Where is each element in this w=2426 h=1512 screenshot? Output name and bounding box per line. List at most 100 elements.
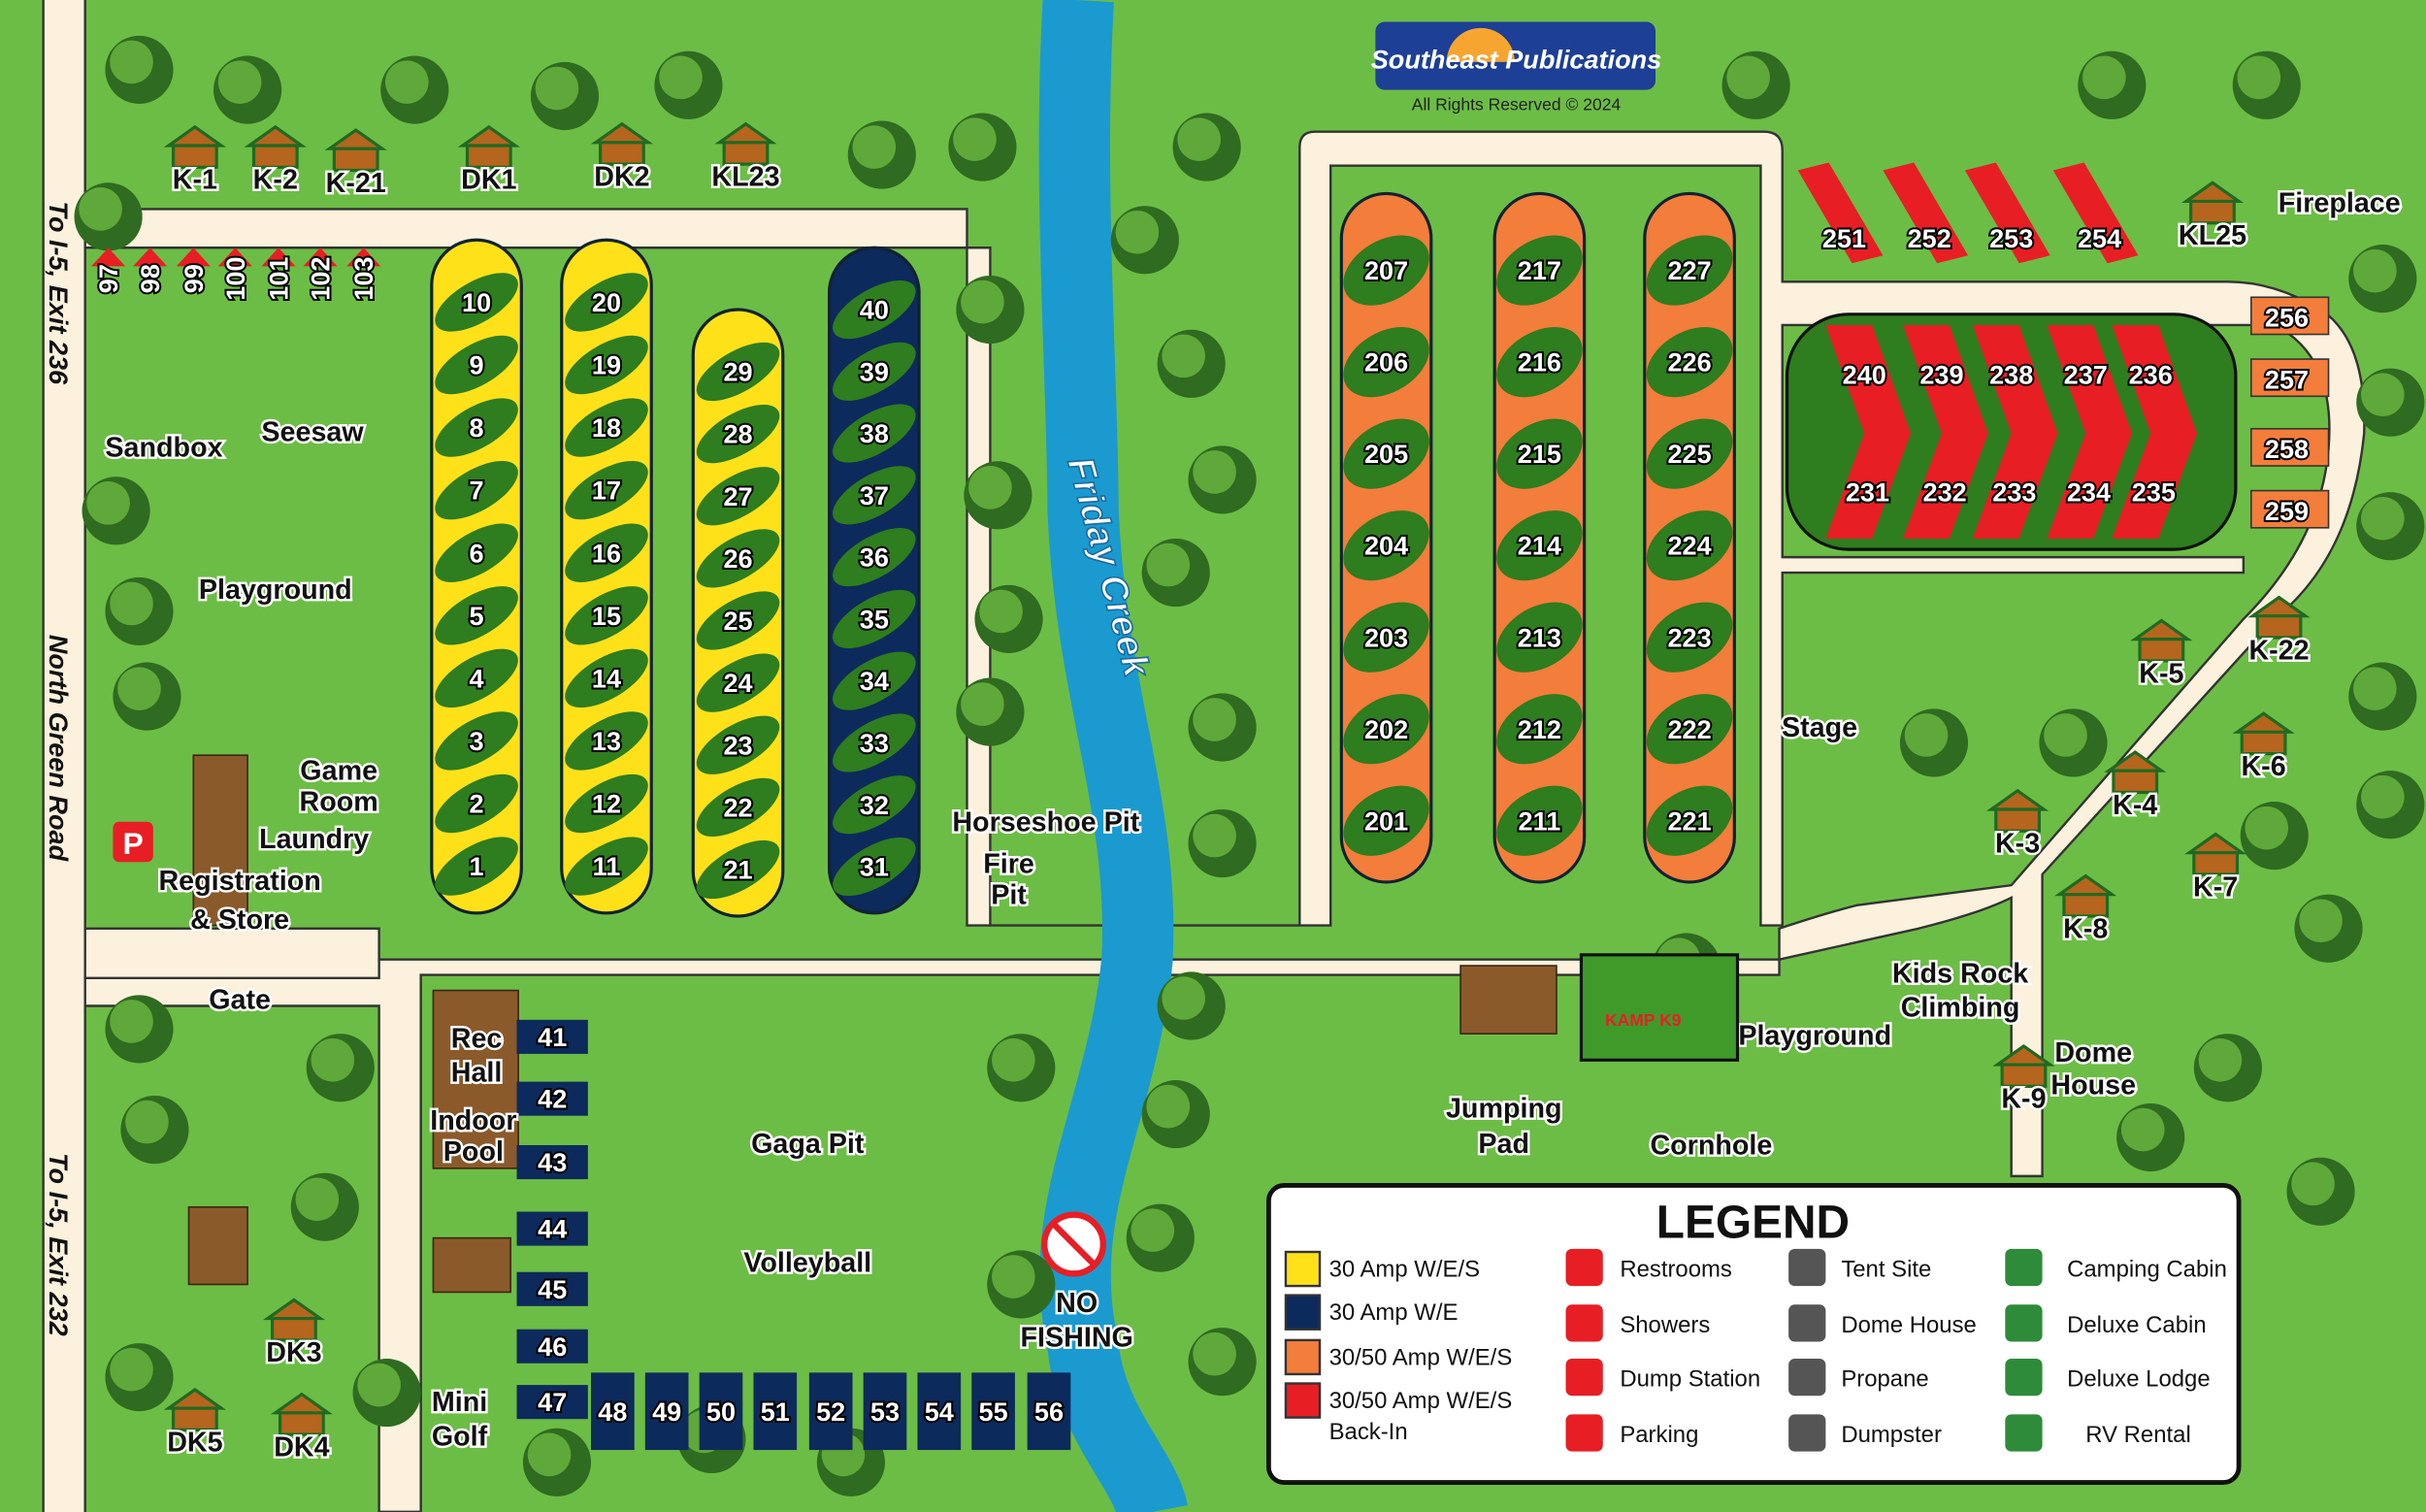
campsite-4[interactable]: 4 — [468, 661, 486, 695]
campsite-39[interactable]: 39 — [858, 354, 891, 388]
campsite-25[interactable]: 25 — [721, 604, 754, 638]
campsite-206[interactable]: 206 — [1362, 345, 1410, 379]
campsite-221[interactable]: 221 — [1665, 804, 1713, 838]
campsite-253[interactable]: 253 — [1987, 221, 2035, 255]
campsite-224[interactable]: 224 — [1665, 529, 1713, 563]
campsite-234[interactable]: 234 — [2065, 476, 2113, 509]
campsite-53[interactable]: 53 — [869, 1395, 902, 1429]
cabin-k-7[interactable]: K-7 — [2191, 870, 2241, 905]
cabin-k-6[interactable]: K-6 — [2239, 749, 2288, 785]
campsite-11[interactable]: 11 — [591, 849, 623, 883]
campsite-55[interactable]: 55 — [977, 1395, 1010, 1429]
campsite-232[interactable]: 232 — [1921, 476, 1969, 509]
cabin-k-2[interactable]: K-2 — [250, 162, 300, 198]
campsite-256[interactable]: 256 — [2263, 301, 2311, 335]
campsite-259[interactable]: 259 — [2263, 494, 2311, 528]
tent-site-99[interactable]: 99 — [177, 262, 211, 295]
tent-site-97[interactable]: 97 — [91, 262, 125, 295]
campsite-238[interactable]: 238 — [1987, 358, 2035, 392]
cabin-k-3[interactable]: K-3 — [1993, 826, 2043, 862]
campsite-15[interactable]: 15 — [590, 599, 623, 633]
campsite-26[interactable]: 26 — [721, 542, 754, 575]
campsite-213[interactable]: 213 — [1516, 620, 1563, 654]
campsite-21[interactable]: 21 — [721, 853, 754, 887]
campsite-233[interactable]: 233 — [1990, 476, 2038, 509]
campsite-49[interactable]: 49 — [650, 1395, 683, 1429]
campsite-12[interactable]: 12 — [590, 787, 623, 821]
cabin-k-1[interactable]: K-1 — [170, 162, 219, 198]
campsite-28[interactable]: 28 — [721, 417, 754, 451]
campsite-258[interactable]: 258 — [2263, 432, 2311, 466]
campsite-212[interactable]: 212 — [1516, 712, 1563, 746]
campsite-236[interactable]: 236 — [2127, 358, 2175, 392]
campsite-34[interactable]: 34 — [858, 664, 891, 698]
campsite-22[interactable]: 22 — [721, 790, 754, 824]
campsite-23[interactable]: 23 — [721, 728, 754, 762]
campsite-203[interactable]: 203 — [1362, 620, 1410, 654]
campsite-204[interactable]: 204 — [1362, 529, 1410, 563]
campsite-18[interactable]: 18 — [590, 411, 623, 444]
campsite-29[interactable]: 29 — [721, 355, 754, 389]
cabin-k-5[interactable]: K-5 — [2137, 656, 2186, 692]
campsite-48[interactable]: 48 — [596, 1395, 629, 1429]
campsite-239[interactable]: 239 — [1918, 358, 1965, 392]
campsite-46[interactable]: 46 — [536, 1330, 569, 1364]
campsite-33[interactable]: 33 — [858, 726, 891, 760]
campsite-27[interactable]: 27 — [721, 479, 754, 513]
campsite-52[interactable]: 52 — [814, 1395, 847, 1429]
tent-site-102[interactable]: 102 — [304, 255, 338, 303]
cabin-dk3[interactable]: DK3 — [264, 1335, 324, 1371]
campsite-231[interactable]: 231 — [1844, 476, 1891, 509]
campsite-50[interactable]: 50 — [705, 1395, 738, 1429]
campsite-254[interactable]: 254 — [2076, 221, 2123, 255]
campsite-214[interactable]: 214 — [1516, 529, 1563, 563]
campsite-10[interactable]: 10 — [460, 285, 493, 319]
campsite-35[interactable]: 35 — [858, 602, 891, 636]
cabin-k-22[interactable]: K-22 — [2246, 633, 2311, 669]
campsite-2[interactable]: 2 — [468, 787, 486, 821]
tent-site-100[interactable]: 100 — [218, 255, 252, 303]
cabin-k-21[interactable]: K-21 — [323, 165, 388, 201]
tent-site-98[interactable]: 98 — [133, 262, 167, 295]
campsite-227[interactable]: 227 — [1665, 253, 1713, 287]
campsite-201[interactable]: 201 — [1362, 804, 1410, 838]
campsite-54[interactable]: 54 — [923, 1395, 956, 1429]
campsite-3[interactable]: 3 — [468, 724, 486, 758]
campsite-13[interactable]: 13 — [590, 724, 623, 758]
tent-site-101[interactable]: 101 — [262, 255, 296, 303]
cabin-kl25[interactable]: KL25 — [2177, 218, 2249, 254]
campsite-5[interactable]: 5 — [468, 599, 486, 633]
campsite-8[interactable]: 8 — [468, 411, 486, 444]
campsite-251[interactable]: 251 — [1820, 221, 1868, 255]
campsite-252[interactable]: 252 — [1906, 221, 1953, 255]
campsite-36[interactable]: 36 — [858, 541, 891, 575]
tent-site-103[interactable]: 103 — [346, 255, 380, 303]
cabin-kl23[interactable]: KL23 — [709, 159, 782, 195]
cabin-k-8[interactable]: K-8 — [2061, 911, 2111, 947]
campsite-207[interactable]: 207 — [1362, 253, 1410, 287]
cabin-k-4[interactable]: K-4 — [2111, 787, 2160, 823]
campsite-17[interactable]: 17 — [590, 474, 623, 508]
cabin-dk4[interactable]: DK4 — [272, 1430, 332, 1465]
campsite-47[interactable]: 47 — [536, 1385, 569, 1419]
campsite-6[interactable]: 6 — [468, 536, 486, 570]
campsite-42[interactable]: 42 — [536, 1082, 569, 1116]
campsite-1[interactable]: 1 — [468, 849, 486, 883]
campsite-37[interactable]: 37 — [858, 478, 891, 512]
cabin-dk1[interactable]: DK1 — [459, 162, 519, 198]
campsite-226[interactable]: 226 — [1665, 345, 1713, 379]
campsite-217[interactable]: 217 — [1516, 253, 1563, 287]
campsite-223[interactable]: 223 — [1665, 620, 1713, 654]
campsite-51[interactable]: 51 — [759, 1395, 792, 1429]
campsite-202[interactable]: 202 — [1362, 712, 1410, 746]
campsite-44[interactable]: 44 — [536, 1212, 569, 1246]
campsite-56[interactable]: 56 — [1033, 1395, 1065, 1429]
campsite-205[interactable]: 205 — [1362, 437, 1410, 471]
cabin-dk2[interactable]: DK2 — [592, 159, 652, 195]
campsite-41[interactable]: 41 — [536, 1020, 569, 1054]
campsite-235[interactable]: 235 — [2130, 476, 2178, 509]
campsite-237[interactable]: 237 — [2062, 358, 2110, 392]
campsite-257[interactable]: 257 — [2263, 362, 2311, 396]
campsite-43[interactable]: 43 — [536, 1145, 569, 1179]
campsite-222[interactable]: 222 — [1665, 712, 1713, 746]
